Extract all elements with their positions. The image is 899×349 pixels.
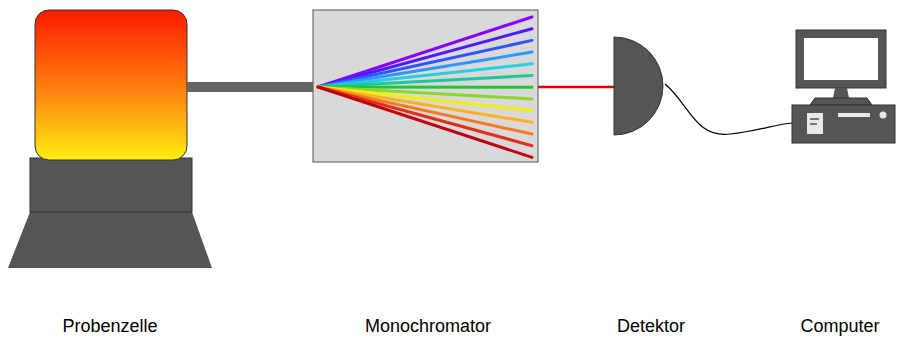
part-name: Computer: [800, 316, 879, 338]
spectral-ray: [318, 29, 532, 87]
spectral-ray: [318, 76, 532, 88]
detector: [614, 37, 663, 135]
part-name: Detektor: [617, 316, 685, 338]
spectral-ray: [318, 40, 532, 87]
light-guide: [187, 82, 315, 92]
spectral-ray: [318, 17, 532, 87]
light-beam: [538, 86, 614, 89]
spectral-ray: [318, 87, 532, 134]
spectral-ray: [318, 87, 532, 157]
spectral-ray: [318, 52, 532, 87]
part-name: Probenzelle: [62, 316, 157, 338]
spectral-ray: [318, 64, 532, 87]
sample-cell: [8, 10, 212, 268]
spectral-ray: [318, 87, 532, 146]
computer: [792, 30, 895, 143]
cable: [665, 84, 793, 134]
monochromator: [313, 10, 538, 162]
part-name: Monochromator: [365, 316, 491, 338]
